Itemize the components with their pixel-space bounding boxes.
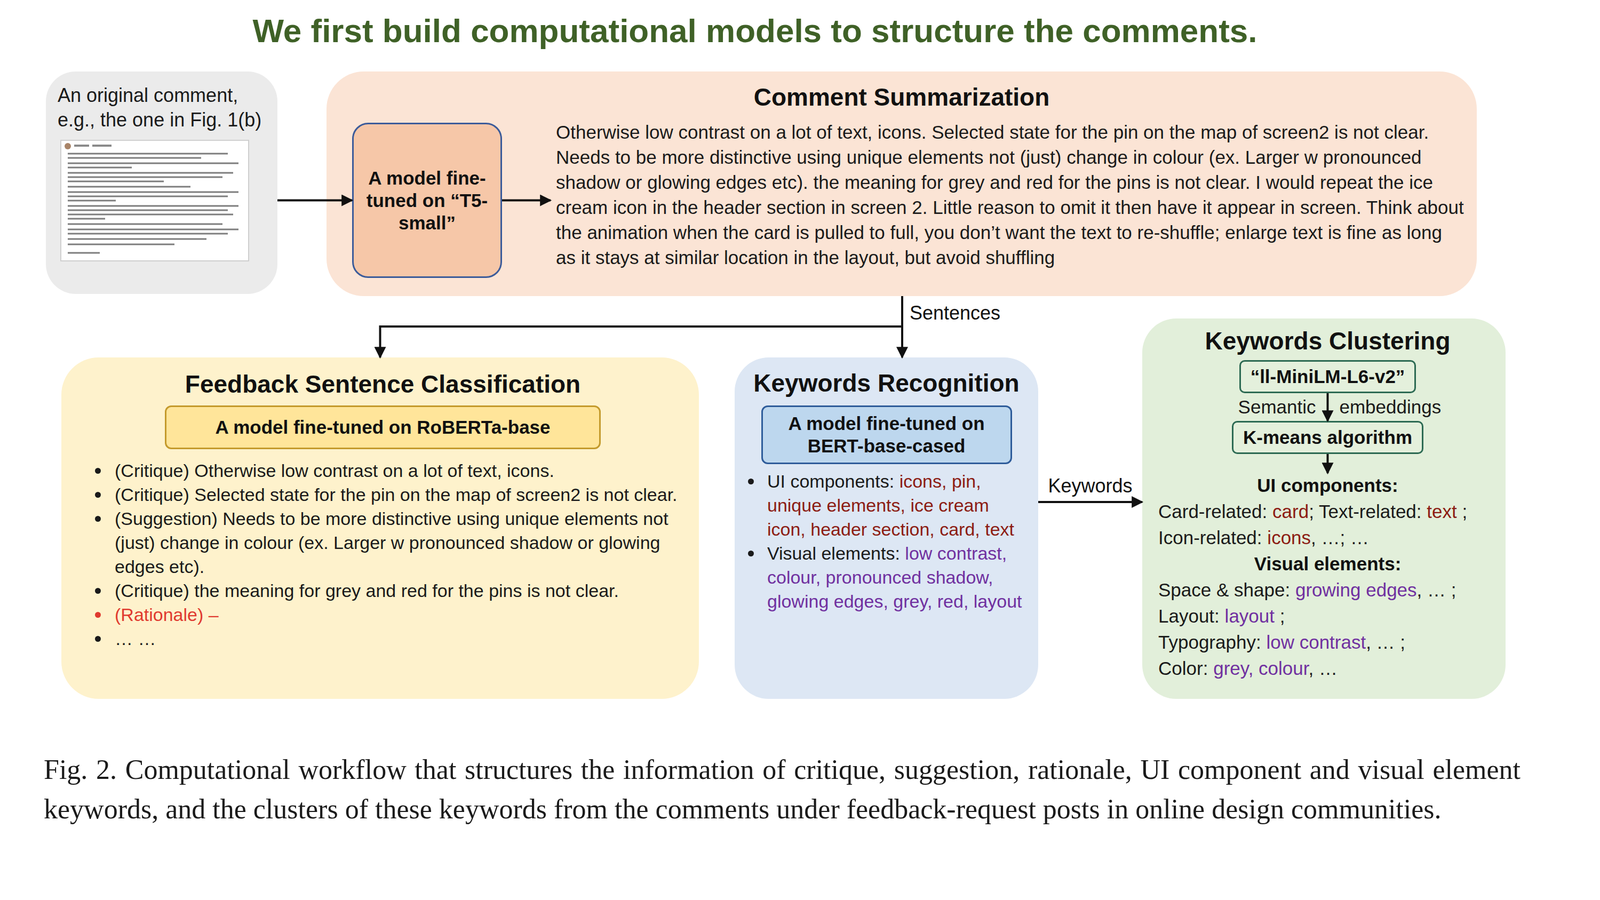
cluster-text: ; (1279, 605, 1286, 627)
header-lines (74, 144, 112, 147)
flow-arrow (1038, 500, 1143, 504)
bullet-item: (Critique) the meaning for grey and red … (79, 578, 687, 603)
panel-heading: Comment Summarization (339, 82, 1464, 113)
bullet-text: Visual elements: (767, 543, 901, 564)
recognition-panel: Keywords Recognition A model fine-tuned o… (734, 357, 1039, 699)
node-text: Otherwise low contrast on a lot of text,… (555, 119, 1464, 270)
figure-title: We first build computational models to s… (0, 10, 1510, 52)
bullet-item: (Critique) Selected state for the pin on… (79, 482, 687, 507)
node-text: A model fine-tuned on “T5-small” (363, 166, 491, 235)
comment-text-lines (67, 153, 239, 253)
summarization-panel: Comment SummarizationOtherwise low contr… (326, 71, 1477, 297)
bullet-dot (747, 550, 754, 557)
cluster-text: ; (1462, 500, 1468, 522)
cluster-text: low contrast (1266, 631, 1366, 653)
bullet-dot (747, 478, 754, 485)
node-text: K-means algorithm (1243, 426, 1413, 449)
screenshot-frame (60, 140, 249, 261)
bullet-dot (94, 587, 101, 594)
cluster-text: , … (1308, 657, 1338, 679)
bullet-dot (94, 491, 101, 498)
flow-arrow (1326, 393, 1329, 421)
cluster-text: , …; … (1310, 527, 1369, 548)
cluster-line: Space & shape:growing edges, … ; (1158, 576, 1498, 603)
cluster-text: card (1272, 500, 1309, 522)
bullet-text: (Rationale) – (114, 604, 219, 625)
cluster-text: text (1426, 500, 1457, 522)
model-box: K-means algorithm (1231, 420, 1424, 455)
figure-caption: Fig. 2. Computational workflow that stru… (43, 750, 1521, 830)
cluster-text: Color: (1158, 657, 1208, 679)
cluster-line: Color:grey, colour, … (1158, 655, 1498, 682)
avatar (64, 142, 71, 150)
bullet-dot (94, 515, 101, 522)
flow-arrow (277, 199, 353, 202)
cluster-text: Card-related: (1158, 500, 1268, 522)
cluster-text: grey, colour (1213, 657, 1309, 679)
cluster-text: , … ; (1417, 579, 1457, 601)
cluster-text: Icon-related: (1158, 527, 1263, 548)
cluster-text: layout (1224, 605, 1275, 627)
bullet-dot (94, 467, 101, 474)
classification-panel: Feedback Sentence Classification A model … (61, 357, 699, 699)
node-text: An original comment, e.g., the one in Fi… (57, 83, 266, 133)
embedding-label: Semantic (1158, 393, 1317, 421)
cluster-text: ; Text-related: (1308, 500, 1422, 522)
comment-screenshot (60, 139, 250, 262)
cluster-text: Layout: (1158, 605, 1220, 627)
bullet-item: (Critique) Otherwise low contrast on a l… (79, 458, 687, 483)
cluster-text: growing edges (1295, 579, 1418, 601)
bullet-item: (Rationale) – (79, 602, 687, 627)
model-box: A model fine-tuned on “T5-small” (352, 122, 503, 278)
bullet-item: … … (79, 626, 687, 651)
edge-label: Keywords (1047, 474, 1133, 498)
model-box: “ll-MiniLM-L6-v2” (1239, 360, 1417, 394)
node-text: “ll-MiniLM-L6-v2” (1250, 365, 1406, 388)
panel-heading: Keywords Clustering (1158, 325, 1498, 356)
bullet-text: (Critique) Selected state for the pin on… (114, 484, 678, 505)
bullet-text: (Suggestion) Needs to be more distinctiv… (114, 508, 669, 577)
node-text: A model fine-tuned on RoBERTa-base (177, 416, 589, 439)
bullet-text: UI components: (767, 471, 895, 492)
model-box: A model fine-tuned on BERT-base-cased (761, 405, 1013, 465)
node-text: UI components: (1158, 472, 1498, 499)
embedding-label: embeddings (1339, 393, 1498, 421)
flow-arrow (502, 199, 551, 202)
cluster-text: , … ; (1365, 631, 1406, 653)
cluster-line: Icon-related:icons, …; … (1158, 524, 1498, 551)
bullet-text: (Critique) Otherwise low contrast on a l… (114, 460, 555, 481)
bullet-item: UI components:icons, pin, unique element… (745, 469, 1028, 542)
node-text: Visual elements: (1158, 550, 1498, 577)
bullet-dot (94, 635, 101, 642)
flow-arrow (901, 296, 904, 358)
cluster-text: icons (1267, 527, 1311, 548)
panel-heading: Feedback Sentence Classification (79, 369, 687, 400)
bullet-dot (94, 611, 101, 618)
flow-arrow (380, 296, 903, 358)
clustering-panel: Keywords Clustering “ll-MiniLM-L6-v2” Sema… (1142, 318, 1506, 699)
cluster-line: Layout:layout; (1158, 602, 1498, 630)
flow-arrow (1326, 454, 1329, 474)
bullet-text: … … (114, 628, 156, 649)
model-box: A model fine-tuned on RoBERTa-base (164, 405, 601, 450)
cluster-line: Card-related:card; Text-related:text; (1158, 498, 1498, 525)
bullet-item: (Suggestion) Needs to be more distinctiv… (79, 506, 687, 579)
edge-label: Sentences (909, 301, 1001, 325)
cluster-text: Space & shape: (1158, 579, 1291, 601)
panel-heading: Keywords Recognition (745, 368, 1028, 398)
node-text: A model fine-tuned on BERT-base-cased (770, 412, 1004, 458)
bullet-text: (Critique) the meaning for grey and red … (114, 580, 619, 601)
bullet-item: Visual elements:low contrast, colour, pr… (745, 541, 1028, 614)
cluster-line: Typography:low contrast, … ; (1158, 629, 1498, 656)
cluster-text: Typography: (1158, 631, 1262, 653)
